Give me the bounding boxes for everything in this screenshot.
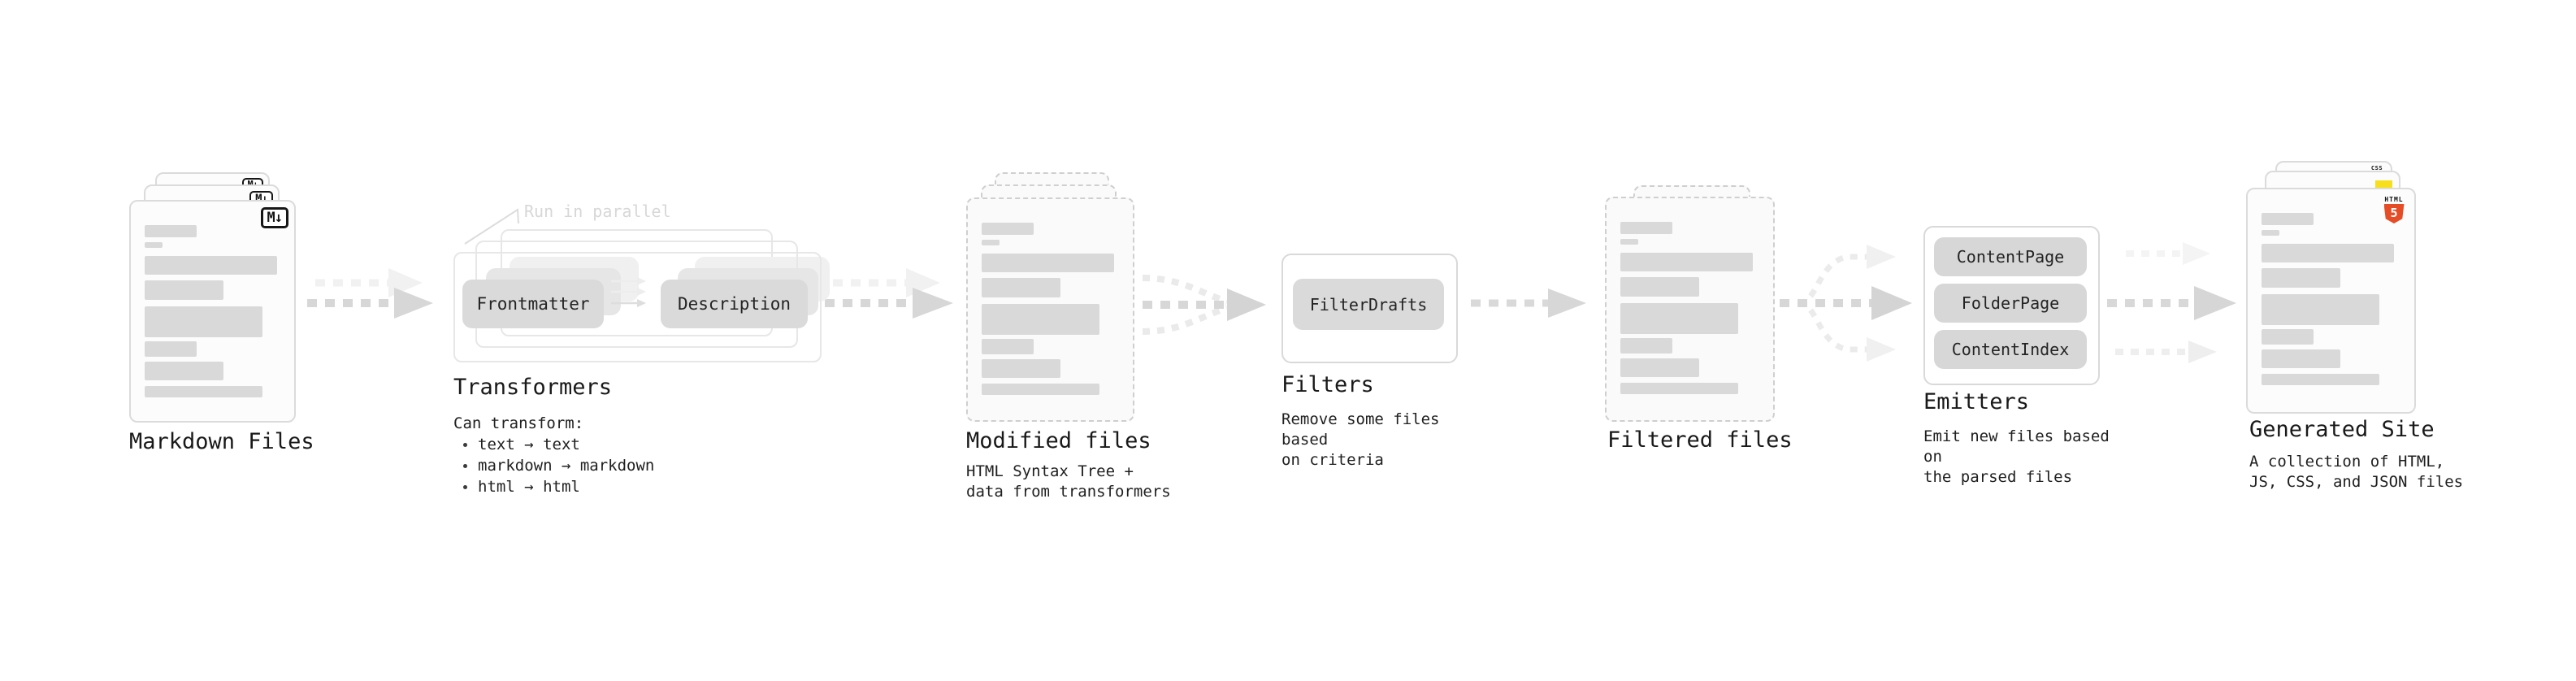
description-box: Description — [661, 280, 808, 328]
file-card-front — [966, 197, 1134, 422]
text-line-placeholder — [145, 242, 163, 248]
text-line-placeholder — [2262, 294, 2379, 325]
text-line-placeholder — [982, 278, 1060, 297]
station-title: Emitters — [1923, 389, 2030, 414]
text-line-placeholder — [1620, 303, 1738, 334]
station-title: Filters — [1281, 372, 1374, 397]
bullet-icon — [463, 463, 467, 468]
station-desc: A collection of HTML, JS, CSS, and JSON … — [2249, 453, 2464, 491]
text-line-placeholder — [1620, 358, 1699, 377]
station-desc-heading: Can transform: — [453, 414, 584, 432]
bullet-icon — [463, 442, 467, 447]
text-line-placeholder — [982, 223, 1034, 235]
text-line-placeholder — [1620, 383, 1738, 394]
list-item: markdown → markdown — [463, 455, 654, 476]
arrow-filtered-to-emitters-icon — [1780, 245, 1912, 362]
station-modified-files: Modified files HTML Syntax Tree + data f… — [943, 158, 1178, 516]
text-line-placeholder — [982, 240, 1000, 245]
station-title: Transformers — [453, 375, 613, 400]
station-title: Filtered files — [1607, 427, 1793, 453]
station-filters: FilterDrafts Filters Remove some files b… — [1268, 244, 1479, 479]
bullet-icon — [463, 484, 467, 489]
station-emitters: ContentPage FolderPage ContentIndex Emit… — [1910, 219, 2121, 488]
station-markdown-files: M↓ M↓ M↓ Markdown Files — [126, 158, 345, 500]
frontmatter-box: Frontmatter — [462, 280, 604, 328]
text-line-placeholder — [1620, 239, 1638, 245]
list-item: html → html — [463, 476, 654, 497]
text-line-placeholder — [1620, 277, 1699, 297]
contentpage-box: ContentPage — [1934, 237, 2087, 276]
station-transformers: Run in parallel Frontmatter Description … — [443, 202, 841, 512]
station-desc: HTML Syntax Tree + data from transformer… — [966, 462, 1171, 501]
station-filtered-files: Filtered files — [1585, 158, 1796, 484]
filterdrafts-box: FilterDrafts — [1293, 279, 1444, 330]
station-desc: Remove some files based on criteria — [1281, 410, 1440, 469]
station-generated-site: CSS HTML 5 Generated Site A collection o… — [2227, 154, 2470, 512]
text-line-placeholder — [2262, 213, 2314, 225]
text-line-placeholder — [982, 384, 1099, 395]
text-line-placeholder — [982, 359, 1060, 378]
station-title: Markdown Files — [129, 429, 314, 454]
list-item: text → text — [463, 434, 654, 455]
station-title: Modified files — [966, 428, 1151, 453]
text-line-placeholder — [145, 280, 223, 300]
text-line-placeholder — [2262, 268, 2340, 288]
text-line-placeholder — [982, 339, 1034, 354]
arrow-filters-to-filtered-icon — [1471, 288, 1586, 318]
text-line-placeholder — [145, 362, 223, 380]
text-line-placeholder — [145, 386, 262, 397]
text-line-placeholder — [1620, 222, 1672, 234]
contentindex-box: ContentIndex — [1934, 330, 2087, 369]
text-line-placeholder — [145, 341, 197, 357]
text-line-placeholder — [2262, 244, 2394, 262]
text-line-placeholder — [982, 304, 1099, 335]
file-card-front: M↓ — [129, 200, 296, 423]
text-line-placeholder — [982, 254, 1114, 272]
folderpage-box: FolderPage — [1934, 284, 2087, 323]
transformer-panel-front — [453, 252, 822, 362]
run-in-parallel-note: Run in parallel — [524, 202, 671, 221]
file-card-front: HTML 5 — [2246, 188, 2416, 414]
text-line-placeholder — [2262, 230, 2279, 236]
text-line-placeholder — [1620, 338, 1672, 354]
text-line-placeholder — [145, 256, 277, 275]
text-line-placeholder — [2262, 349, 2340, 368]
text-line-placeholder — [1620, 253, 1753, 271]
text-line-placeholder — [145, 306, 262, 337]
file-card-front — [1605, 197, 1775, 422]
station-title: Generated Site — [2249, 417, 2435, 442]
text-line-placeholder — [145, 225, 197, 237]
markdown-icon: M↓ — [260, 207, 288, 228]
text-line-placeholder — [2262, 329, 2314, 345]
javascript-icon — [2375, 180, 2392, 189]
html5-icon: HTML 5 — [2381, 196, 2407, 223]
station-desc: Emit new files based on the parsed files — [1923, 427, 2110, 486]
text-line-placeholder — [2262, 374, 2379, 385]
transform-bullet-list: text → text markdown → markdown html → h… — [463, 434, 654, 497]
